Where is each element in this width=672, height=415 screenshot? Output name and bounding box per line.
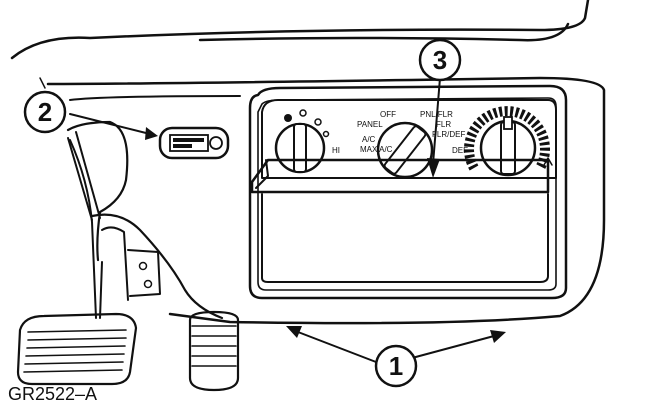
- label-flr-def: FLR/DEF: [432, 130, 465, 139]
- label-max-ac: MAX A/C: [360, 145, 393, 154]
- function-selector-knob[interactable]: [376, 121, 434, 179]
- callout-1-number: 1: [389, 351, 403, 381]
- label-def: DEF: [452, 146, 468, 155]
- brake-pedal: [16, 312, 138, 386]
- label-flr: FLR: [436, 120, 451, 129]
- dashboard-outline: [10, 0, 606, 325]
- climate-control-face: [261, 99, 557, 179]
- leader-lines: [67, 77, 506, 363]
- label-ac: A/C: [362, 135, 376, 144]
- storage-bin: [250, 158, 550, 283]
- callout-1: 1: [374, 344, 418, 388]
- label-hi: HI: [332, 146, 340, 155]
- figure-id: GR2522–A: [8, 384, 97, 404]
- label-off: OFF: [380, 110, 396, 119]
- label-panel: PANEL: [357, 120, 383, 129]
- callout-2: 2: [23, 90, 67, 134]
- temperature-knob[interactable]: [464, 106, 553, 179]
- callout-2-number: 2: [38, 97, 52, 127]
- blower-knob[interactable]: [274, 109, 330, 174]
- accelerator-pedal: [188, 310, 240, 392]
- switch: [158, 126, 230, 160]
- callout-3: 3: [418, 38, 462, 82]
- callout-3-number: 3: [433, 45, 447, 75]
